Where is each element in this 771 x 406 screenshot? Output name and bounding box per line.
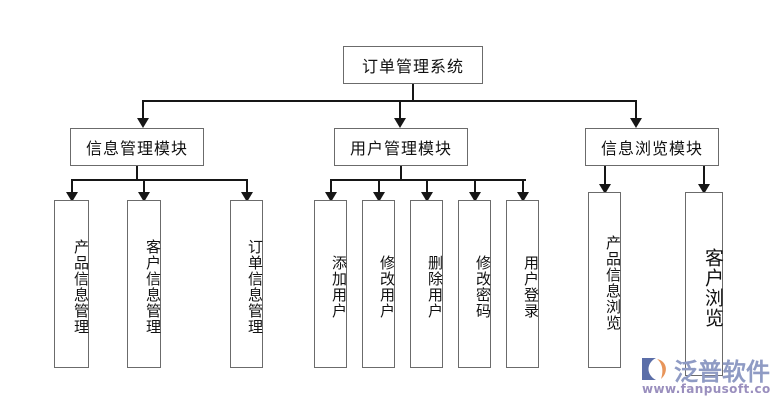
connector-drop-module-1 xyxy=(142,100,144,122)
connector-level1-bus xyxy=(142,100,636,102)
node-module-info-browse[interactable]: 信息浏览模块 xyxy=(585,128,719,166)
arrow-user-login xyxy=(517,192,529,202)
watermark-url: www.fanpusoft.com xyxy=(642,382,771,396)
connector-drop-module-2 xyxy=(399,100,401,122)
arrow-product-info-mgmt xyxy=(66,192,78,202)
node-leaf-user-login[interactable]: 用户登录 xyxy=(506,200,540,368)
connector-drop-order-info-mgmt xyxy=(246,179,248,197)
connector-drop-edit-user xyxy=(378,179,380,197)
node-module-user-management[interactable]: 用户管理模块 xyxy=(334,128,468,166)
node-leaf-delete-user[interactable]: 删除用户 xyxy=(410,200,444,368)
arrow-customer-browse xyxy=(698,184,710,194)
connector-root-stem xyxy=(412,84,414,101)
connector-drop-change-password xyxy=(474,179,476,197)
connector-drop-add-user xyxy=(330,179,332,197)
connector-drop-customer-info-mgmt xyxy=(143,179,145,197)
node-leaf-change-password[interactable]: 修改密码 xyxy=(458,200,492,368)
connector-drop-product-info-mgmt xyxy=(71,179,73,197)
arrow-module-1 xyxy=(137,118,149,128)
connector-drop-customer-browse xyxy=(703,166,705,189)
arrow-add-user xyxy=(325,192,337,202)
arrow-module-2 xyxy=(394,118,406,128)
node-leaf-product-info-browse[interactable]: 产品信息浏览 xyxy=(588,192,622,368)
arrow-product-info-browse xyxy=(599,184,611,194)
connector-bus-info-management xyxy=(71,179,248,181)
connector-drop-user-login xyxy=(522,179,524,197)
arrow-order-info-mgmt xyxy=(241,192,253,202)
connector-drop-module-3 xyxy=(635,100,637,122)
fanpu-logo-icon xyxy=(642,358,666,380)
connector-stem-user-management xyxy=(400,166,402,180)
connector-stem-info-management xyxy=(136,166,138,180)
arrow-customer-info-mgmt xyxy=(138,192,150,202)
node-module-info-management[interactable]: 信息管理模块 xyxy=(70,128,204,166)
node-leaf-product-info-management[interactable]: 产品信息管理 xyxy=(54,200,90,368)
node-leaf-add-user[interactable]: 添加用户 xyxy=(314,200,348,368)
node-leaf-customer-browse[interactable]: 客户浏览 xyxy=(685,192,724,376)
node-leaf-edit-user[interactable]: 修改用户 xyxy=(362,200,396,368)
connector-drop-product-info-browse xyxy=(604,166,606,189)
watermark-brand: 泛普软件 xyxy=(674,358,770,386)
connector-bus-user-management xyxy=(330,179,526,181)
arrow-edit-user xyxy=(373,192,385,202)
arrow-module-3 xyxy=(630,118,642,128)
node-root-order-management-system[interactable]: 订单管理系统 xyxy=(343,46,483,84)
node-leaf-customer-info-management[interactable]: 客户信息管理 xyxy=(127,200,162,368)
arrow-delete-user xyxy=(421,192,433,202)
node-leaf-order-info-management[interactable]: 订单信息管理 xyxy=(230,200,264,368)
arrow-change-password xyxy=(469,192,481,202)
connector-drop-delete-user xyxy=(426,179,428,197)
watermark: 泛普软件 www.fanpusoft.com xyxy=(640,352,771,404)
